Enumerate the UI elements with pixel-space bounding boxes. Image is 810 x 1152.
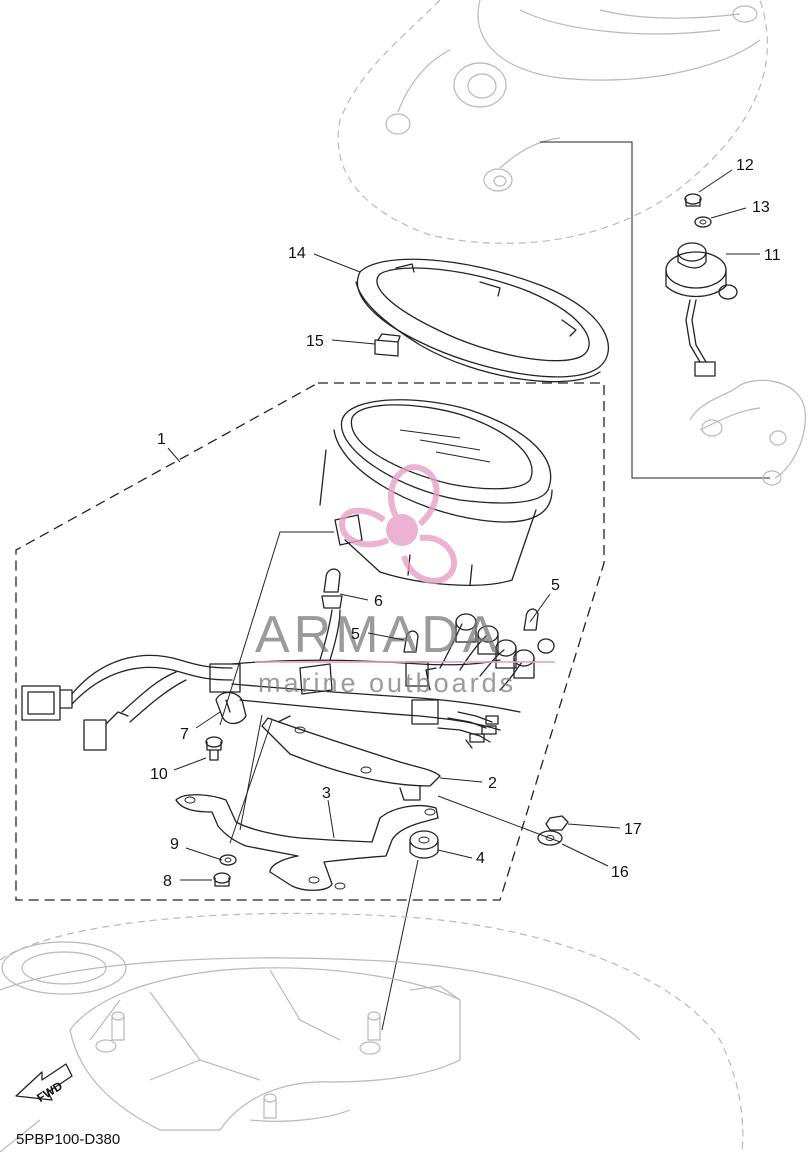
part-13-washer — [694, 216, 712, 228]
callout-5-center: 5 — [351, 626, 360, 643]
cowl-bracket-lead-line — [540, 141, 770, 479]
callout-4: 4 — [476, 850, 485, 867]
lead-8-upper — [229, 719, 273, 844]
callout-11: 11 — [764, 247, 781, 264]
callout-12: 12 — [736, 157, 754, 174]
part-10-screw — [205, 736, 223, 761]
part-2-cover — [261, 715, 441, 801]
callout-16: 16 — [611, 864, 629, 881]
callout-leaders — [167, 169, 760, 881]
part-5-bulb-right — [523, 608, 539, 631]
switch-bracket-reference — [689, 379, 806, 486]
callout-9: 9 — [170, 836, 179, 853]
lead-7-upper — [219, 531, 334, 726]
callout-15: 15 — [306, 333, 324, 350]
part-4-grommet — [409, 830, 439, 859]
fwd-label: FWD — [34, 1079, 65, 1106]
lead-16-line — [437, 795, 561, 843]
lead-3-down — [239, 714, 263, 831]
armada-watermark: ARMADA marine outboards — [255, 464, 555, 698]
part-8-screw — [213, 872, 231, 887]
part-14-meter-ring — [355, 258, 609, 383]
part-7-clamp — [215, 691, 247, 725]
callout-5-right: 5 — [551, 577, 560, 594]
callout-numbers: 1 2 3 4 5 5 6 7 8 9 10 11 12 13 14 15 16… — [150, 157, 781, 890]
watermark-tagline: marine outboards — [258, 668, 516, 698]
part-15-clip — [374, 333, 401, 357]
part-3-bracket — [175, 794, 439, 891]
diagram-code: 5PBP100-D380 — [16, 1131, 120, 1148]
propeller-logo-icon — [338, 464, 458, 584]
fwd-arrow-icon: FWD — [15, 1063, 73, 1106]
part-11-switch — [665, 242, 738, 377]
callout-10: 10 — [150, 766, 168, 783]
part-17-nut — [545, 815, 569, 831]
part-16-washer — [537, 830, 563, 846]
callout-6: 6 — [374, 593, 383, 610]
callout-1: 1 — [157, 431, 166, 448]
callout-7: 7 — [180, 726, 189, 743]
meter-body — [319, 399, 553, 586]
assembly-1-boundary — [15, 382, 605, 901]
callout-13: 13 — [752, 199, 770, 216]
part-9-washer — [219, 854, 237, 866]
part-12-screw — [684, 193, 702, 207]
callout-14: 14 — [288, 245, 306, 262]
part-6-bulb — [321, 568, 343, 609]
part-5-bulb-center — [403, 630, 419, 653]
callout-3: 3 — [322, 785, 331, 802]
lower-tank-reference — [0, 912, 744, 1152]
upper-cowl-reference — [337, 0, 768, 244]
callout-8: 8 — [163, 873, 172, 890]
callout-2: 2 — [488, 775, 497, 792]
callout-17: 17 — [624, 821, 642, 838]
lead-4-down — [381, 859, 419, 1031]
